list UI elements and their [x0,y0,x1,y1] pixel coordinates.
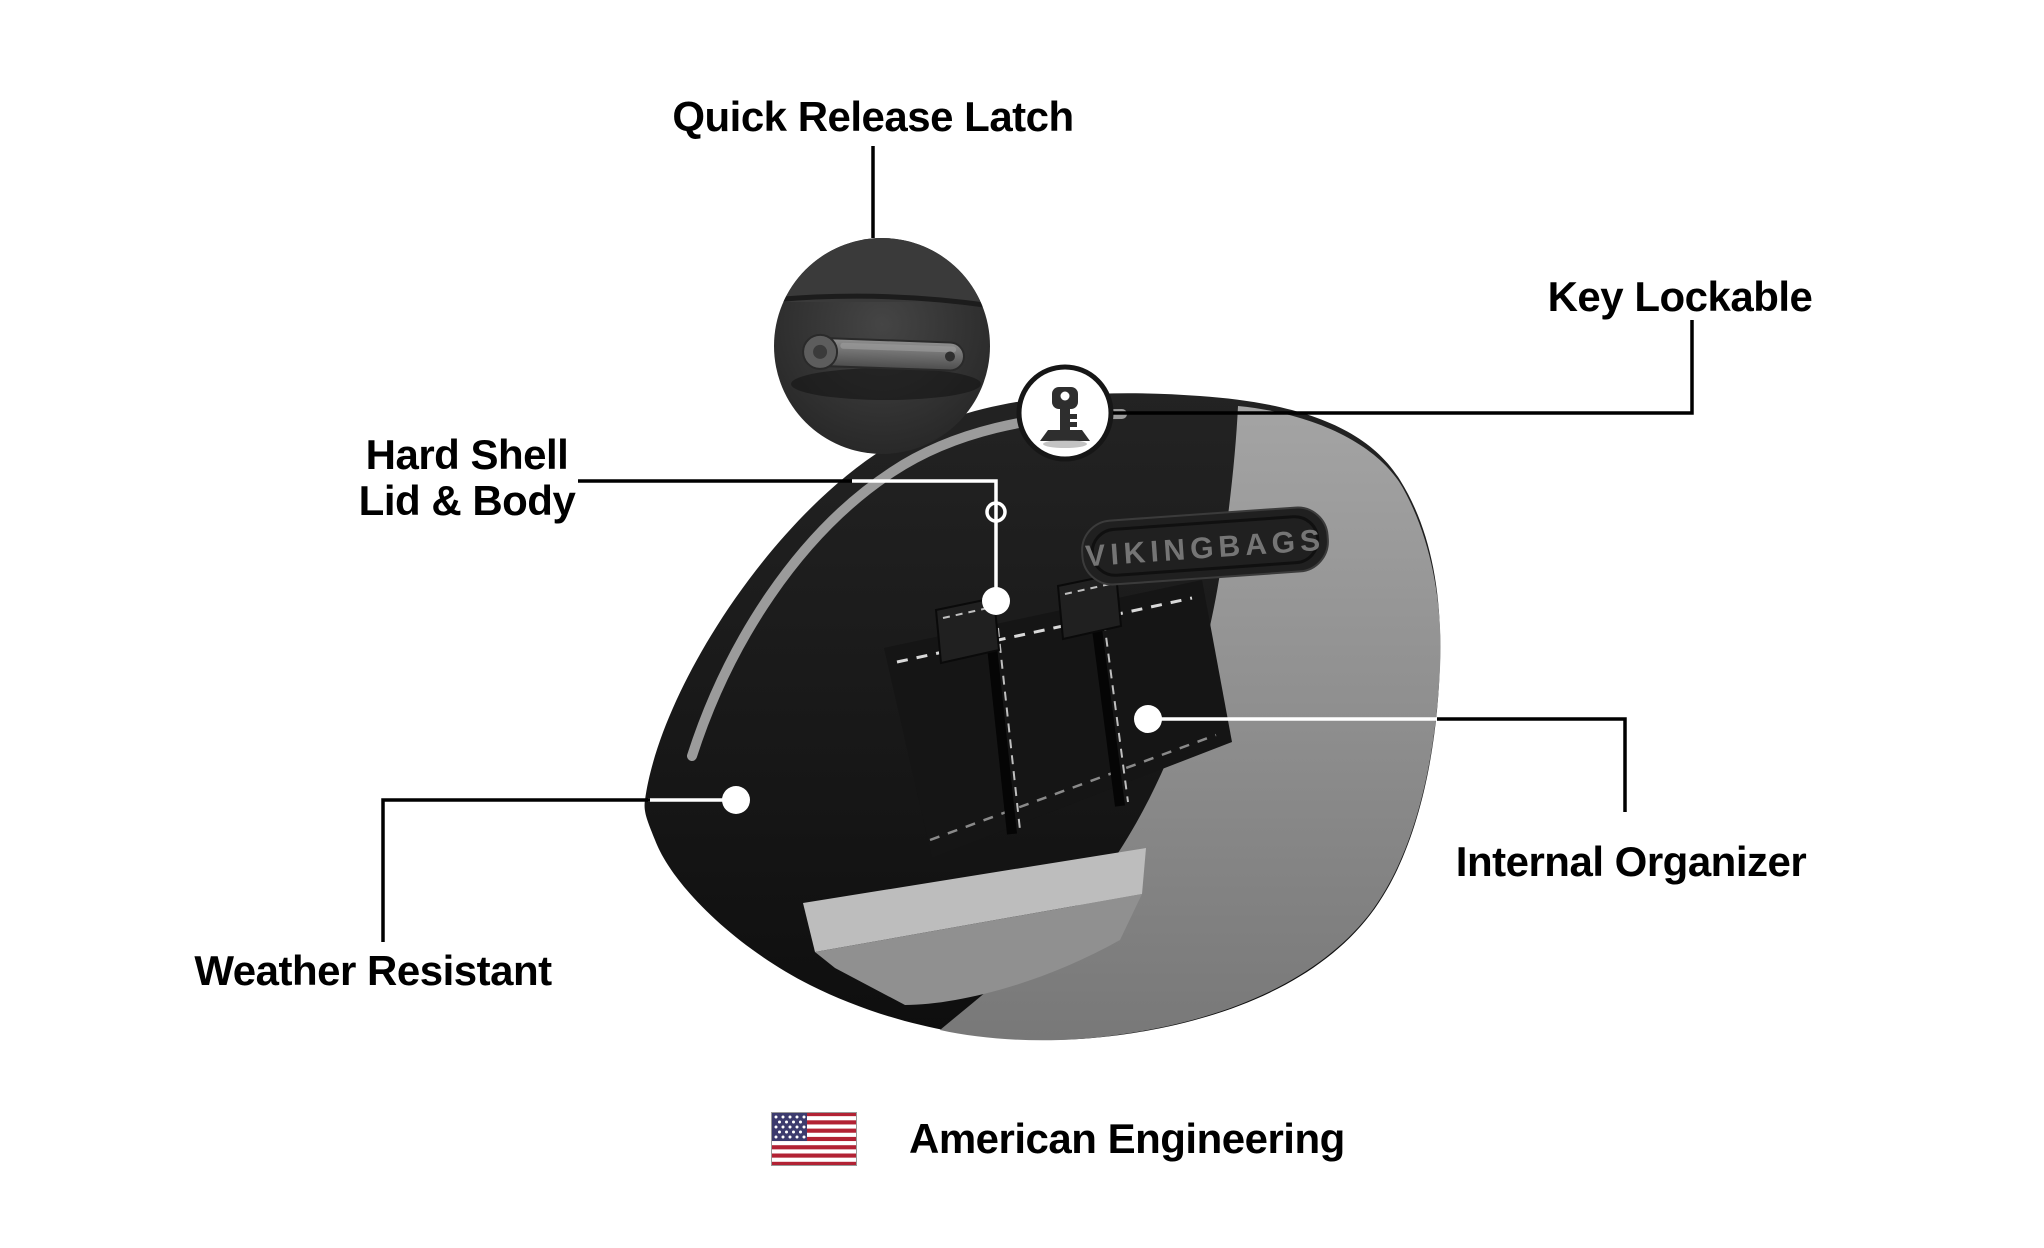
organizer-stitch-bottom [929,733,1217,842]
anchor-ring-lid [985,501,1007,523]
hard-shell-label-line1: Hard Shell [365,430,569,478]
anchor-dot-organizer [1134,705,1162,733]
latch-lid-area [774,238,990,302]
hard-shell-label: Hard Shell Lid & Body [358,430,576,524]
internal-organizer-pockets [884,572,1232,858]
anchor-dot-body [982,587,1010,615]
callout-line-organizer-dark [1437,717,1627,812]
interior-floor-mid [815,894,1142,1005]
american-engineering-row: American Engineering [771,1112,1345,1166]
quick-release-latch-label: Quick Release Latch [672,92,1074,140]
latch-detail-inset [774,238,990,454]
weather-resistant-label: Weather Resistant [194,946,552,994]
latch-seam-line [774,293,990,309]
organizer-pocket-divider [985,627,1017,835]
organizer-flap [934,596,1001,665]
callout-line-hard-shell-light [852,479,998,588]
latch-handle-shadow [791,368,981,400]
callout-line-key-lockable [1113,320,1694,415]
callout-lines [381,146,1694,942]
organizer-pocket-divider [1089,605,1125,807]
logo-plate-inner-border [1090,515,1320,577]
callout-line-weather-dark [381,798,650,942]
latch-handle [802,333,965,372]
internal-organizer-label: Internal Organizer [1455,837,1807,885]
hard-shell-label-line2: Lid & Body [358,477,576,524]
anchor-dot-weather [722,786,750,814]
key-lockable-label: Key Lockable [1547,272,1813,320]
key-lock-badge [1016,364,1114,462]
american-engineering-label: American Engineering [909,1115,1345,1162]
saddlebag-illustration: VIKINGBAGS [644,393,1441,1041]
divider-stitch [997,627,1021,831]
interior-floor-light [803,848,1146,952]
key-icon [1040,387,1090,448]
divider-stitch [1101,605,1129,803]
us-flag-icon [771,1112,857,1166]
brand-logo-plate: VIKINGBAGS [1081,506,1329,586]
